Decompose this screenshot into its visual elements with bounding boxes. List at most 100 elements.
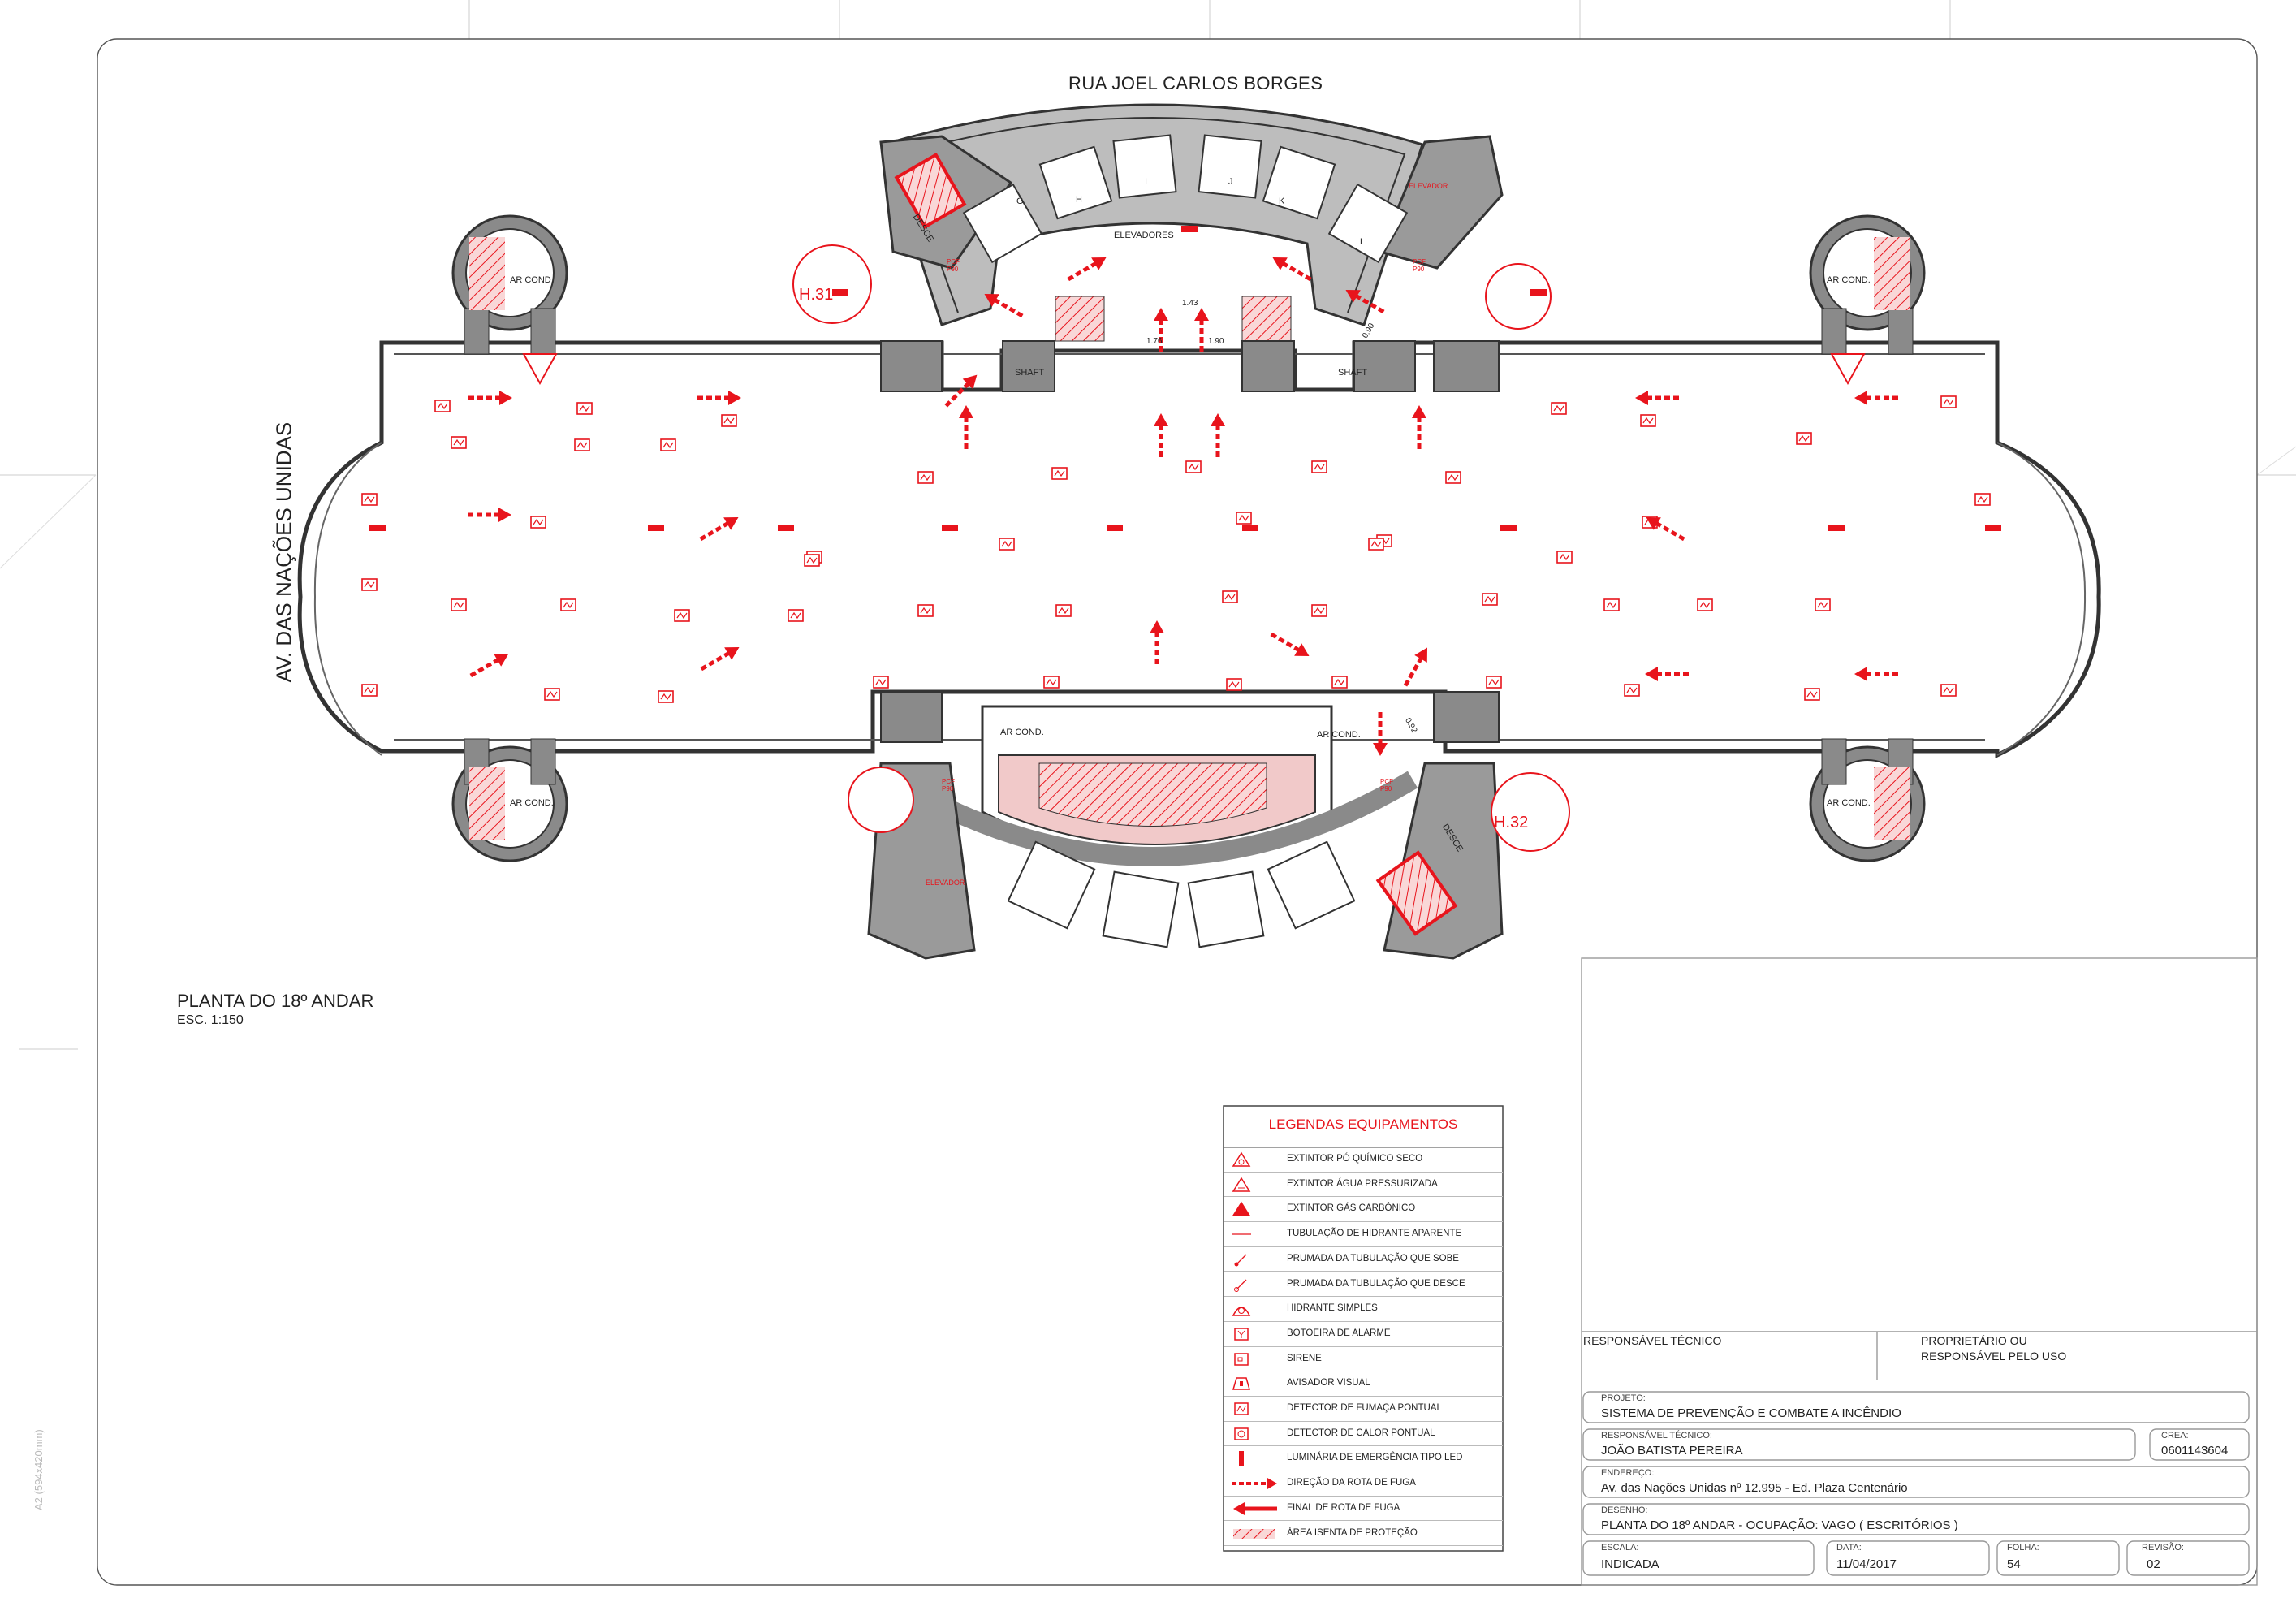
hydrant-cabinet-sw (848, 767, 914, 833)
siren-icon (1232, 1351, 1280, 1367)
dimension-2: 1.76 (1146, 337, 1163, 346)
legend-row: EXTINTOR PÓ QUÍMICO SECO (1224, 1147, 1503, 1173)
scale-value: INDICADA (1601, 1557, 1659, 1571)
legend-label: ÁREA ISENTA DE PROTEÇÃO (1287, 1527, 1418, 1538)
corner-tower-sw (451, 738, 568, 862)
responsible-label: RESPONSÁVEL TÉCNICO: (1601, 1431, 1712, 1440)
hydrant-pipe-icon (1232, 1226, 1280, 1242)
legend-label: FINAL DE ROTA DE FUGA (1287, 1502, 1400, 1513)
dimension-5: 0.92 (1403, 716, 1419, 735)
legend-row: AVISADOR VISUAL (1224, 1371, 1503, 1397)
legend-label: EXTINTOR ÁGUA PRESSURIZADA (1287, 1178, 1438, 1189)
north-core (879, 103, 1504, 392)
legend-row: PRUMADA DA TUBULAÇÃO QUE DESCE (1224, 1272, 1503, 1298)
legend-row: HIDRANTE SIMPLES (1224, 1297, 1503, 1322)
hydrant-icon (1232, 1301, 1280, 1317)
legend-box (1223, 1105, 1504, 1552)
legend-label: BOTOEIRA DE ALARME (1287, 1328, 1391, 1338)
elevator-car-l: L (1360, 237, 1366, 247)
legend-label: SIRENE (1287, 1353, 1322, 1363)
ar-cond-nw: AR COND. (510, 275, 554, 285)
riser-down-icon (1232, 1276, 1280, 1293)
hydrant-label-h31: H.31 (799, 286, 834, 304)
corner-tower-nw (451, 214, 568, 386)
elevator-car-k: K (1279, 197, 1285, 206)
crea-value: 0601143604 (2161, 1444, 2229, 1458)
plan-title: PLANTA DO 18º ANDAR (177, 991, 374, 1011)
visual-alarm-icon (1232, 1376, 1280, 1392)
street-name-top: RUA JOEL CARLOS BORGES (1068, 73, 1323, 93)
stair-down-label-s: DESCE (1439, 822, 1465, 854)
legend-row: BOTOEIRA DE ALARME (1224, 1322, 1503, 1347)
legend-row: DETECTOR DE CALOR PONTUAL (1224, 1422, 1503, 1447)
legend-label: EXTINTOR PÓ QUÍMICO SECO (1287, 1154, 1423, 1164)
legend-label: HIDRANTE SIMPLES (1287, 1303, 1378, 1314)
project-label: PROJETO: (1601, 1393, 1646, 1403)
escape-route-icon (1232, 1475, 1280, 1492)
legend-label: DIREÇÃO DA ROTA DE FUGA (1287, 1478, 1416, 1488)
ar-cond-ne: AR COND. (1827, 275, 1871, 285)
legend-row: LUMINÁRIA DE EMERGÊNCIA TIPO LED (1224, 1446, 1503, 1472)
legend-title: LEGENDAS EQUIPAMENTOS (1268, 1116, 1458, 1132)
address-label: ENDEREÇO: (1601, 1468, 1655, 1478)
scale-label: ESCALA: (1601, 1543, 1639, 1553)
elevator-car-j: J (1228, 177, 1233, 187)
alarm-button-icon (1232, 1326, 1280, 1342)
fire-door-label-1: PCF P90 (947, 258, 960, 273)
drawing-value: PLANTA DO 18º ANDAR - OCUPAÇÃO: VAGO ( E… (1601, 1518, 1958, 1532)
legend-row: EXTINTOR GÁS CARBÔNICO (1224, 1197, 1503, 1223)
emergency-light-icon (1232, 1450, 1280, 1466)
responsible-heading: RESPONSÁVEL TÉCNICO (1583, 1334, 1722, 1347)
smoke-detector-icon (1232, 1401, 1280, 1417)
responsible-value: JOÃO BATISTA PEREIRA (1601, 1444, 1743, 1458)
revision-label: REVISÃO: (2142, 1543, 2184, 1553)
hydrant-label-h32: H.32 (1494, 814, 1529, 831)
shaft-label-east: SHAFT (1338, 368, 1368, 378)
hydrant-cabinet-se (1491, 772, 1570, 852)
extinguisher-co2-icon (1232, 1201, 1280, 1217)
legend-label: DETECTOR DE CALOR PONTUAL (1287, 1427, 1435, 1438)
sheet-value: 54 (2007, 1557, 2021, 1571)
owner-heading-line2: RESPONSÁVEL PELO USO (1921, 1350, 2067, 1363)
revision-value: 02 (2147, 1557, 2160, 1571)
dimension-3: 1.90 (1208, 337, 1224, 346)
south-core (867, 691, 1504, 960)
dimension-4: 0.90 (1361, 322, 1377, 340)
format-note: A2 (594x420mm) (32, 1429, 45, 1510)
title-block (1581, 957, 2258, 1586)
extinguisher-water-icon (1232, 1177, 1280, 1193)
date-value: 11/04/2017 (1836, 1557, 1897, 1571)
owner-heading-line1: PROPRIETÁRIO OU (1921, 1334, 2027, 1347)
legend-label: AVISADOR VISUAL (1287, 1378, 1370, 1389)
hatched-area-icon (1232, 1526, 1280, 1542)
legend-label: PRUMADA DA TUBULAÇÃO QUE SOBE (1287, 1253, 1459, 1263)
legend-label: TUBULAÇÃO DE HIDRANTE APARENTE (1287, 1229, 1462, 1239)
legend-label: PRUMADA DA TUBULAÇÃO QUE DESCE (1287, 1278, 1465, 1289)
crea-label: CREA: (2161, 1431, 2189, 1440)
fire-door-label-2: PCF P90 (1413, 258, 1426, 273)
legend-row: ÁREA ISENTA DE PROTEÇÃO (1224, 1522, 1503, 1547)
legend-row: DETECTOR DE FUMAÇA PONTUAL (1224, 1397, 1503, 1422)
corner-tower-se (1809, 738, 1926, 862)
elevator-car-h: H (1076, 195, 1082, 205)
legend-label: EXTINTOR GÁS CARBÔNICO (1287, 1203, 1416, 1214)
fire-door-label-4: PCF P90 (1380, 778, 1393, 793)
ar-cond-core-e: AR COND. (1317, 730, 1361, 740)
riser-up-icon (1232, 1251, 1280, 1268)
sheet-frame (0, 0, 2296, 1586)
corner-tower-ne (1809, 214, 1926, 386)
floor-plan (297, 103, 2101, 960)
legend-label: LUMINÁRIA DE EMERGÊNCIA TIPO LED (1287, 1453, 1463, 1463)
elevators-label: ELEVADORES (1114, 231, 1174, 240)
stair-down-label-n: DESCE (910, 212, 936, 244)
date-label: DATA: (1836, 1543, 1862, 1553)
legend-label: DETECTOR DE FUMAÇA PONTUAL (1287, 1403, 1442, 1413)
ar-cond-core-w: AR COND. (1000, 728, 1044, 737)
hydrant-cabinet-nw (792, 244, 872, 324)
legend-row: FINAL DE ROTA DE FUGA (1224, 1497, 1503, 1522)
dimension-1: 1.43 (1182, 299, 1198, 308)
hydrant-cabinet-ne (1485, 263, 1552, 330)
street-name-left: AV. DAS NAÇÕES UNIDAS (271, 421, 296, 683)
legend-row: TUBULAÇÃO DE HIDRANTE APARENTE (1224, 1222, 1503, 1247)
